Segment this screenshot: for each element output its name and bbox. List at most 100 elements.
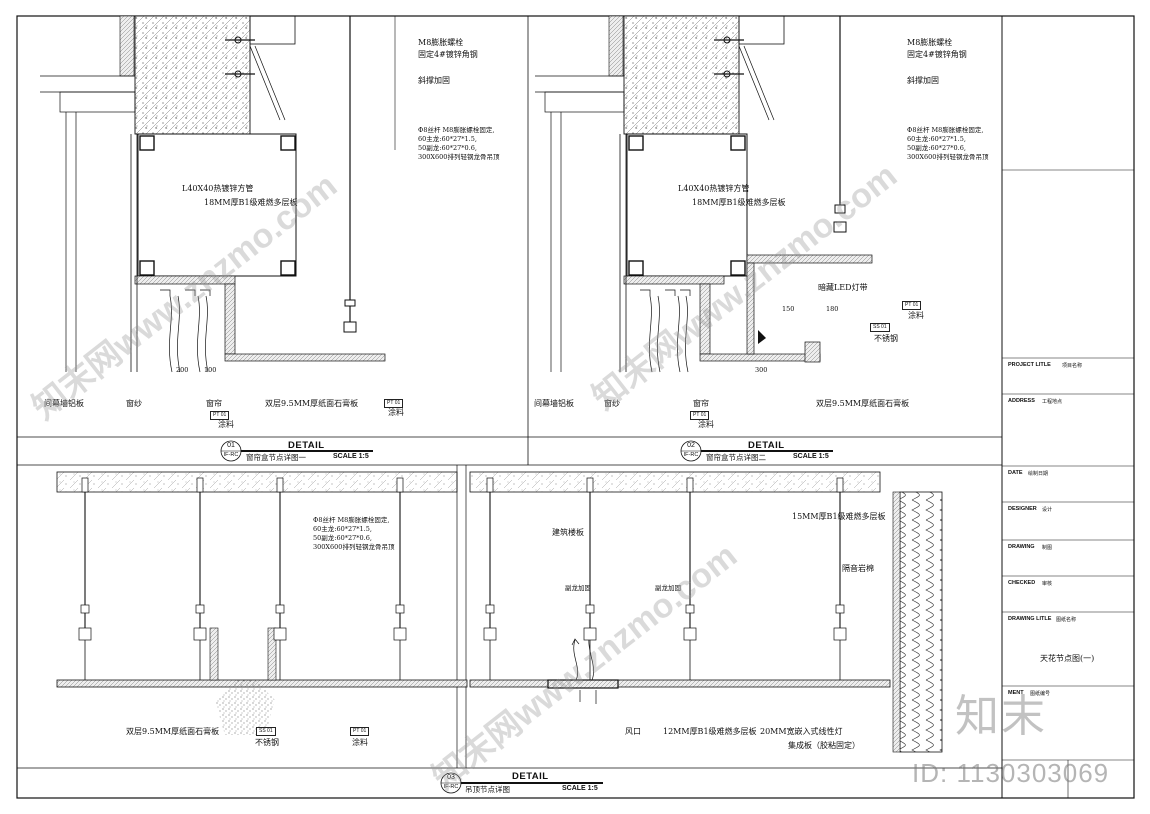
label-curtain: 窗帘 <box>693 399 709 408</box>
label-board: 18MM厚B1级难燃多层板 <box>204 198 298 207</box>
label-curtain-wall: 间幕墙铝板 <box>534 399 574 408</box>
drawing-value: 制图 <box>1042 545 1053 551</box>
label-curtain-wall: 间幕墙铝板 <box>44 399 84 408</box>
label-gauze: 窗纱 <box>126 399 142 408</box>
label-reinforce-a: 副龙加固 <box>565 584 591 592</box>
label-hanger-2: 60主龙:60*27*1.5, <box>313 525 372 533</box>
drawing-title-label: DRAWING LITLE <box>1008 616 1052 622</box>
label-hanger-1: Φ8丝杆 M8膨胀螺栓固定, <box>907 126 984 134</box>
label-slab: 建筑楼板 <box>552 528 584 537</box>
dim-a: 300 <box>755 366 768 374</box>
detail-marker <box>440 772 603 794</box>
ment-value: 图纸编号 <box>1030 691 1051 697</box>
tag-pt: PT 01 <box>384 399 404 408</box>
label-hanger-3: 50副龙:60*27*0.6, <box>907 144 966 152</box>
hanger-rod <box>833 477 847 680</box>
checked-value: 审核 <box>1042 581 1053 587</box>
date-value: 绘制日期 <box>1028 471 1049 477</box>
id-watermark: ID: 1130303069 <box>912 758 1110 788</box>
tag-pt: PT 01 <box>210 411 230 420</box>
detail-subtitle: 窗帘盒节点详图二 <box>706 453 766 462</box>
label-hanger-4: 300X600排列轻钢龙骨吊顶 <box>313 543 395 551</box>
label-vent: 风口 <box>625 727 641 736</box>
label-hanger-3: 50副龙:60*27*0.6, <box>313 534 372 542</box>
label-bolt-2: 固定4#镀锌角钢 <box>418 50 478 59</box>
label-gypsum: 双层9.5MM厚纸面石膏板 <box>265 399 359 408</box>
label-brace: 斜撑加固 <box>418 76 450 85</box>
label-hanger-1: Φ8丝杆 M8膨胀螺栓固定, <box>418 126 495 134</box>
brand-logo: 知末 <box>955 691 1047 742</box>
tag-pt: PT 01 <box>902 301 922 310</box>
label-gypsum: 双层9.5MM厚纸面石膏板 <box>126 727 220 736</box>
sheet-title: 天花节点图(一) <box>1040 654 1095 663</box>
label-paint-a: 涂料 <box>698 420 714 429</box>
project-title-value: 项目名称 <box>1062 363 1083 369</box>
ment-label: MENT <box>1008 690 1024 696</box>
drawing-label: DRAWING <box>1008 544 1035 550</box>
label-led: 暗藏LED灯带 <box>818 283 868 292</box>
label-paint: 涂料 <box>352 738 368 747</box>
label-paint-b: 涂料 <box>388 408 404 417</box>
label-tube: L40X40热镀锌方管 <box>182 184 254 193</box>
label-gauze: 窗纱 <box>604 399 620 408</box>
label-curtain: 窗帘 <box>206 399 222 408</box>
detail-ref: IF-RC <box>683 452 699 458</box>
tag-pt: PT 01 <box>350 727 370 736</box>
detail-scale: SCALE 1:5 <box>562 785 598 792</box>
project-title-label: PROJECT LITLE <box>1008 362 1051 368</box>
detail-ref: IF-RC <box>443 784 459 790</box>
detail-scale: SCALE 1:5 <box>793 453 829 460</box>
detail-number: 01 <box>227 442 235 449</box>
label-linear-light: 20MM宽嵌入式线性灯 <box>760 727 843 736</box>
designer-value: 设计 <box>1042 507 1053 513</box>
label-hanger-4: 300X600排列轻钢龙骨吊顶 <box>418 153 500 161</box>
detail-number: 03 <box>447 774 455 781</box>
label-board: 18MM厚B1级难燃多层板 <box>692 198 786 207</box>
label-bolt: M8膨胀螺栓 <box>418 38 464 47</box>
label-steel: 不锈钢 <box>255 738 279 747</box>
label-bolt: M8膨胀螺栓 <box>907 38 953 47</box>
hanger-rod <box>193 477 207 680</box>
label-hanger-4: 300X600排列轻钢龙骨吊顶 <box>907 153 989 161</box>
address-label: ADDRESS <box>1008 398 1035 404</box>
dim-c: 180 <box>826 305 839 313</box>
label-board-15: 15MM厚B1级难燃多层板 <box>792 512 886 521</box>
detail-subtitle: 吊顶节点详图 <box>465 785 510 794</box>
tag-ss: SS 01 <box>870 323 890 332</box>
label-gypsum: 双层9.5MM厚纸面石膏板 <box>816 399 910 408</box>
hanger-rod <box>683 477 697 680</box>
dim-b: 100 <box>204 366 217 374</box>
hanger-rod <box>393 477 407 680</box>
address-value: 工程地点 <box>1042 399 1063 405</box>
label-steel: 不锈钢 <box>874 334 898 343</box>
label-hanger-3: 50副龙:60*27*0.6, <box>418 144 477 152</box>
label-brace: 斜撑加固 <box>907 76 939 85</box>
detail-subtitle: 窗帘盒节点详图一 <box>246 453 306 462</box>
detail-ref: IF-RC <box>223 452 239 458</box>
label-hanger-1: Φ8丝杆 M8膨胀螺栓固定, <box>313 516 390 524</box>
tag-pt: PT 01 <box>690 411 710 420</box>
label-reinforce-b: 副龙加固 <box>655 584 681 592</box>
detail-02-geometry <box>535 15 873 373</box>
label-paint-c: 涂料 <box>908 311 924 320</box>
detail-scale: SCALE 1:5 <box>333 453 369 460</box>
detail-marker <box>680 440 833 462</box>
hanger-rod <box>583 477 597 680</box>
drawing-title-value: 图纸名称 <box>1056 617 1077 623</box>
hanger-rod <box>483 477 497 680</box>
detail-marker <box>220 440 373 462</box>
tag-ss: SS 01 <box>256 727 276 736</box>
detail-heading: DETAIL <box>512 771 549 782</box>
hanger-rod <box>273 477 287 680</box>
label-bolt-2: 固定4#镀锌角钢 <box>907 50 967 59</box>
detail-number: 02 <box>687 442 695 449</box>
label-hanger-2: 60主龙:60*27*1.5, <box>418 135 477 143</box>
label-rockwool: 隔音岩棉 <box>842 564 874 573</box>
designer-label: DESIGNER <box>1008 506 1037 512</box>
detail-03-geometry <box>56 465 943 768</box>
date-label: DATE <box>1008 470 1023 476</box>
label-board-12: 12MM厚B1级难燃多层板 <box>663 727 757 736</box>
